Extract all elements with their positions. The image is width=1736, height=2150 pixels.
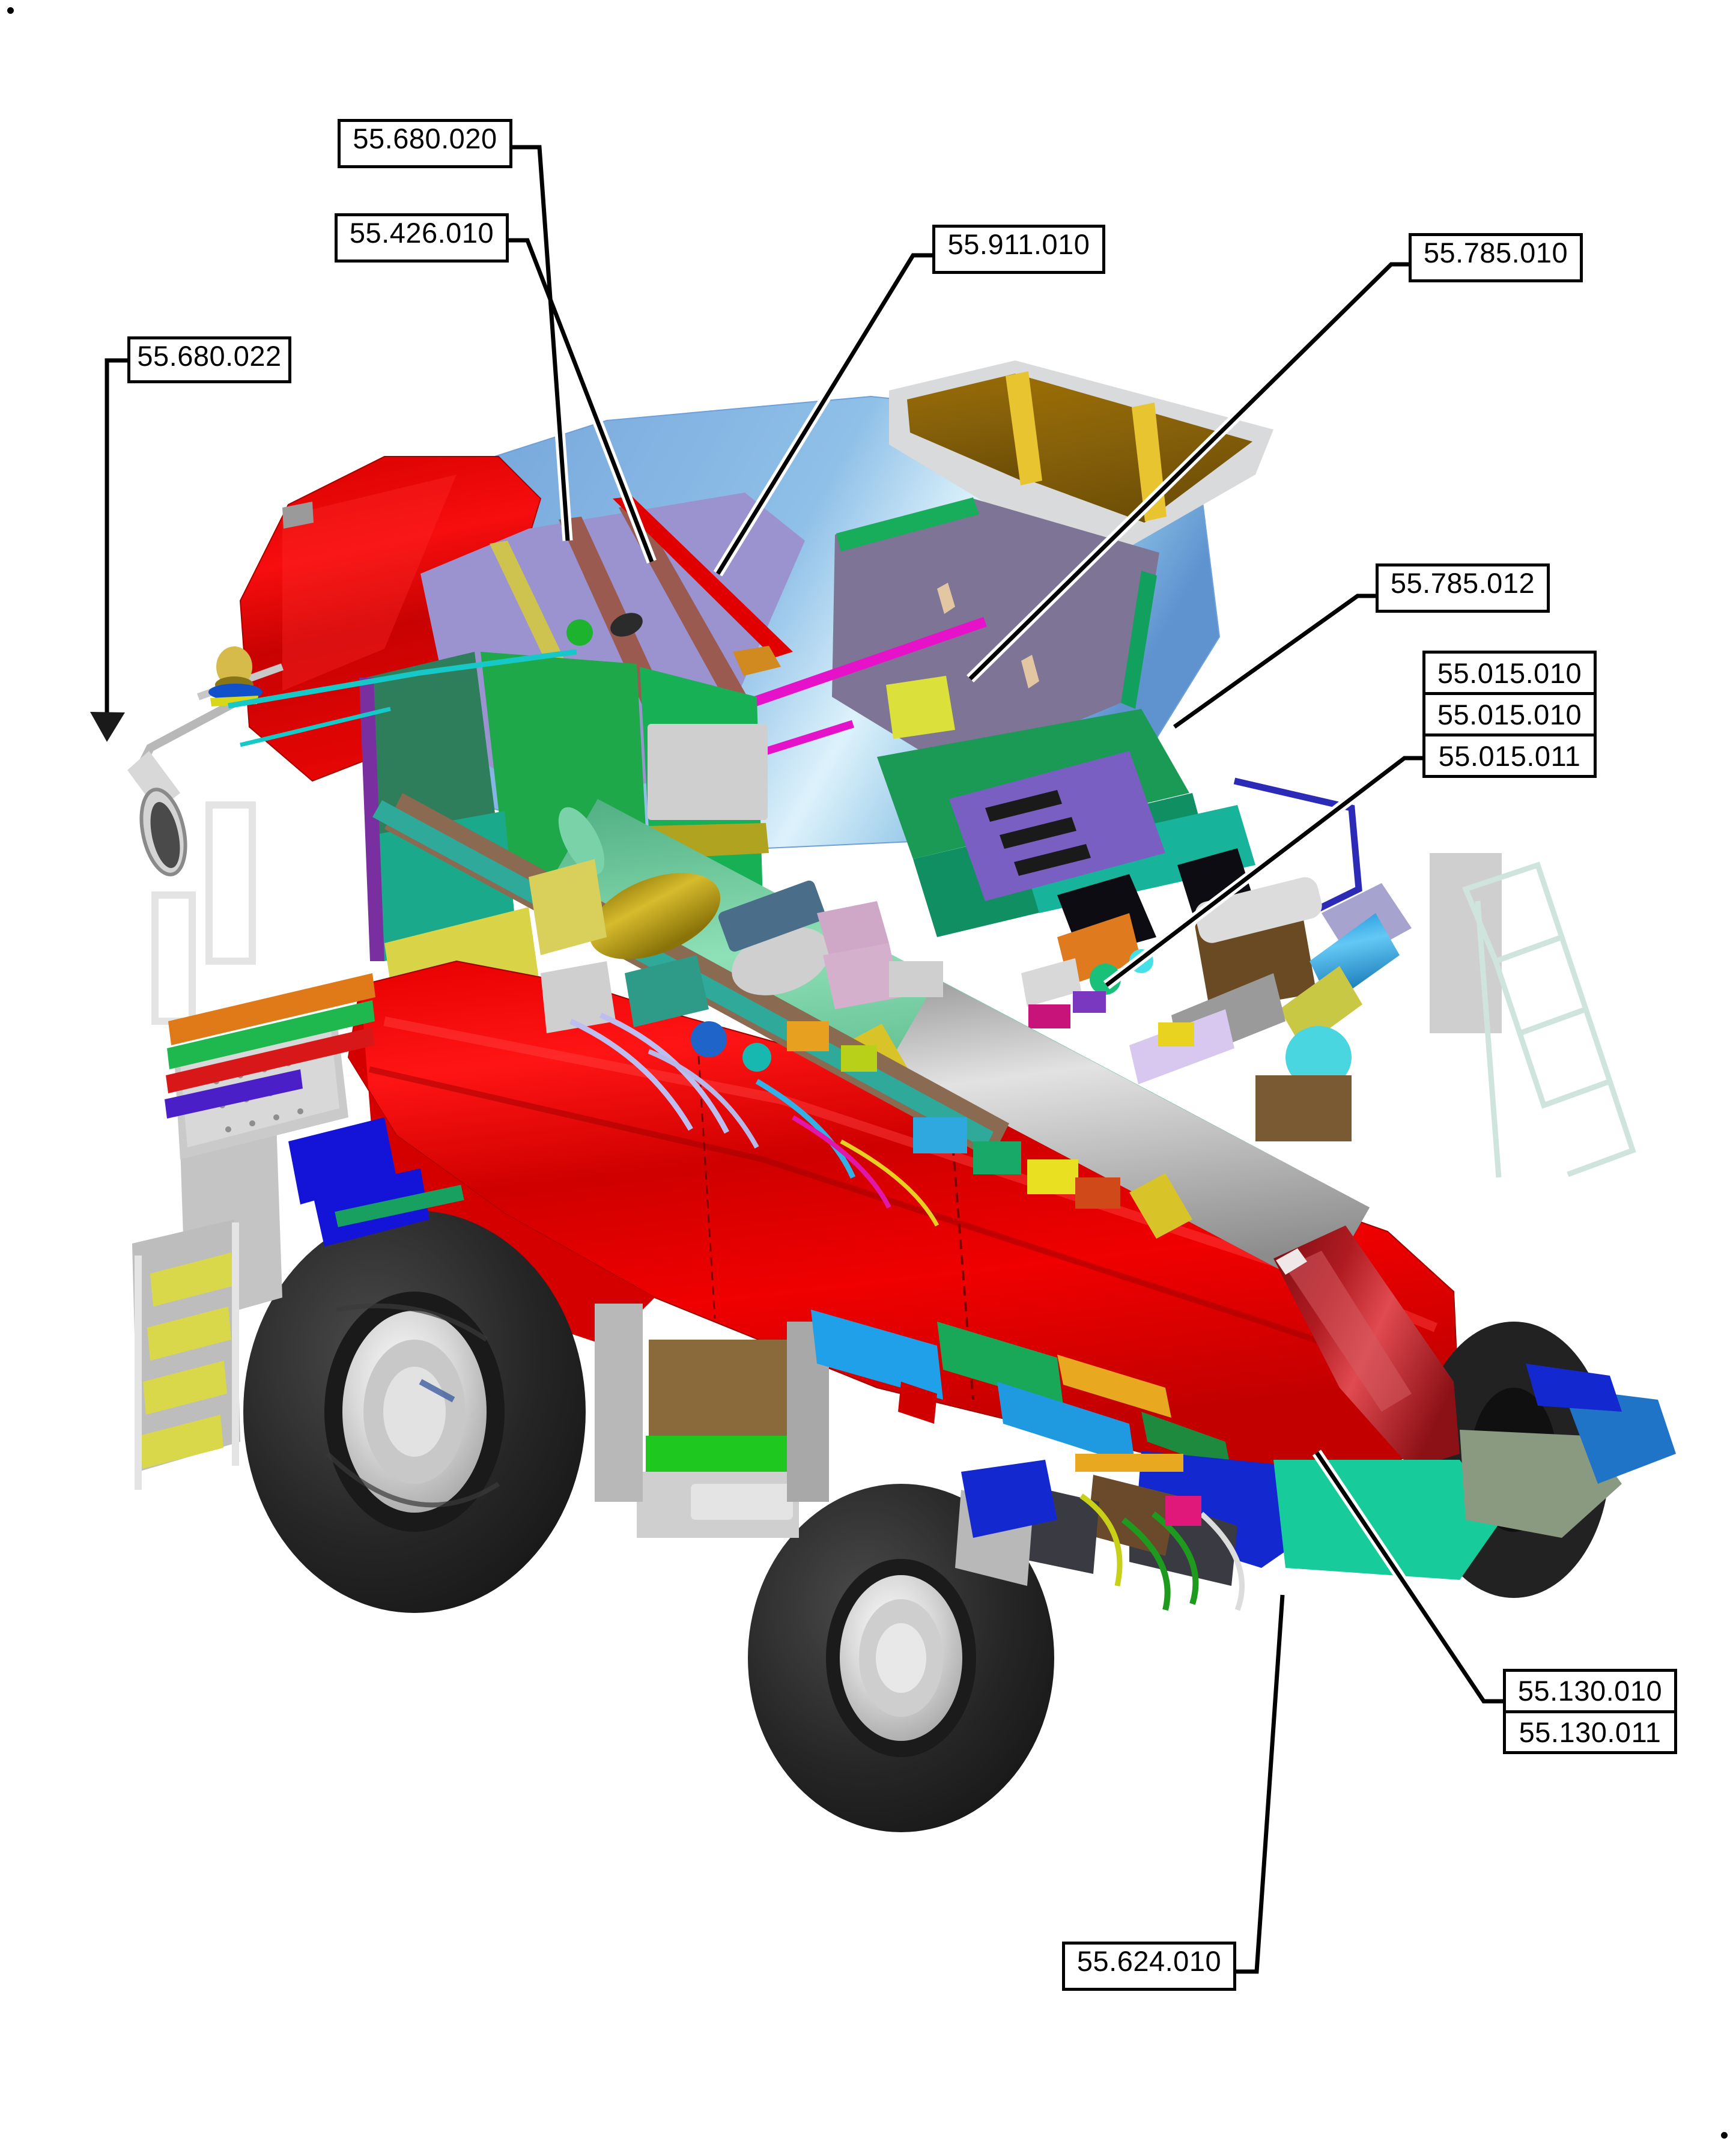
callout-55-426-010[interactable]: 55.426.010 — [335, 213, 509, 263]
callout-55-680-020[interactable]: 55.680.020 — [338, 119, 512, 168]
roof-panel-hinge-1 — [1006, 371, 1042, 485]
right-body-vent-1 — [985, 790, 1062, 822]
leader-55-015-group — [1105, 756, 1422, 987]
callout-row: 55.015.010 — [1437, 657, 1582, 689]
cab-trim-cyan — [228, 649, 577, 709]
leader-55-785-010 — [968, 262, 1409, 681]
roof-knob-green — [566, 619, 593, 646]
leader-lines — [90, 142, 1503, 1977]
leader-55-680-020 — [512, 145, 570, 541]
engine-bay-components — [1021, 853, 1502, 1141]
ladder-rail-orange — [168, 973, 375, 1045]
callout-row: 55.130.011 — [1506, 1710, 1674, 1752]
front-wheel — [243, 1210, 586, 1613]
internal-components — [529, 859, 1120, 1227]
leader-55-624-010 — [1236, 1594, 1285, 1974]
leader-55-680-022 — [105, 358, 127, 729]
hood-vent — [282, 502, 314, 529]
registration-mark-bottom-right — [1721, 2132, 1728, 2139]
callout-row: 55.426.010 — [349, 217, 494, 249]
rear-bottom-assembly — [955, 1364, 1676, 1611]
leader-55-785-012 — [1173, 594, 1376, 729]
leader-55-911-010 — [716, 253, 932, 575]
callout-row: 55.680.020 — [353, 123, 497, 154]
roof-sensor-dark — [610, 613, 643, 637]
leader-arrowhead-55-680-022 — [90, 712, 125, 742]
hood-highlight — [282, 475, 457, 691]
registration-mark-top-left — [7, 7, 14, 14]
lower-chassis — [595, 1304, 1231, 1538]
callout-row: 55.785.010 — [1423, 237, 1568, 269]
front-wheel-arch — [348, 985, 655, 1346]
beacon-lamp — [216, 646, 252, 687]
blue-frame-pipe — [1233, 777, 1362, 922]
roof-marker-1 — [937, 583, 955, 614]
roof-bracket-orange — [733, 646, 781, 676]
callout-row: 55.624.010 — [1076, 1945, 1222, 1977]
callout-55-130-group[interactable]: 55.130.010 55.130.011 — [1503, 1669, 1677, 1754]
leader-55-130-group — [1315, 1451, 1503, 1704]
roof-yellow-plate — [886, 676, 955, 739]
mirror-and-beacon — [127, 646, 284, 876]
red-body-seam-2 — [696, 1027, 716, 1319]
chassis-green-pipe — [335, 1185, 464, 1227]
callout-55-785-010[interactable]: 55.785.010 — [1409, 233, 1583, 282]
callout-55-680-022[interactable]: 55.680.022 — [127, 336, 291, 383]
left-ladder-steps — [132, 801, 464, 1490]
cab-side-purple-edge — [359, 678, 384, 961]
cab-roof-right-edge-teal — [1121, 571, 1157, 709]
unloading-spout — [1273, 1225, 1460, 1469]
cab-roof-right-edge-green — [836, 497, 979, 551]
leader-strokes — [105, 145, 1503, 1974]
cab-panel-grey — [648, 724, 768, 820]
machine-graphic — [127, 360, 1676, 1832]
ladder-rail-green — [167, 1000, 375, 1069]
callout-row: 55.680.022 — [137, 340, 282, 372]
callout-row: 55.785.012 — [1390, 567, 1535, 599]
roof-marker-2 — [1021, 655, 1039, 688]
callout-row: 55.911.010 — [947, 228, 1090, 260]
right-side-ladder — [1461, 861, 1636, 1178]
right-body-vent-2 — [1000, 817, 1076, 849]
cab-trim-cyan-2 — [240, 706, 391, 747]
callout-55-015-group[interactable]: 55.015.010 55.015.010 55.015.011 — [1422, 651, 1597, 778]
right-body-vent-3 — [1014, 844, 1091, 876]
callout-55-785-012[interactable]: 55.785.012 — [1376, 563, 1550, 613]
leader-55-426-010 — [509, 238, 654, 563]
callout-55-624-010[interactable]: 55.624.010 — [1062, 1942, 1236, 1991]
ladder-rail-red — [166, 1027, 375, 1093]
callout-row: 55.130.010 — [1517, 1675, 1663, 1707]
callout-55-911-010[interactable]: 55.911.010 — [932, 225, 1105, 274]
ladder-rail-purple — [165, 1069, 303, 1119]
cab-roof-trim-red — [613, 496, 793, 658]
callout-row: 55.015.011 — [1425, 733, 1594, 775]
callout-row: 55.015.010 — [1425, 692, 1594, 733]
